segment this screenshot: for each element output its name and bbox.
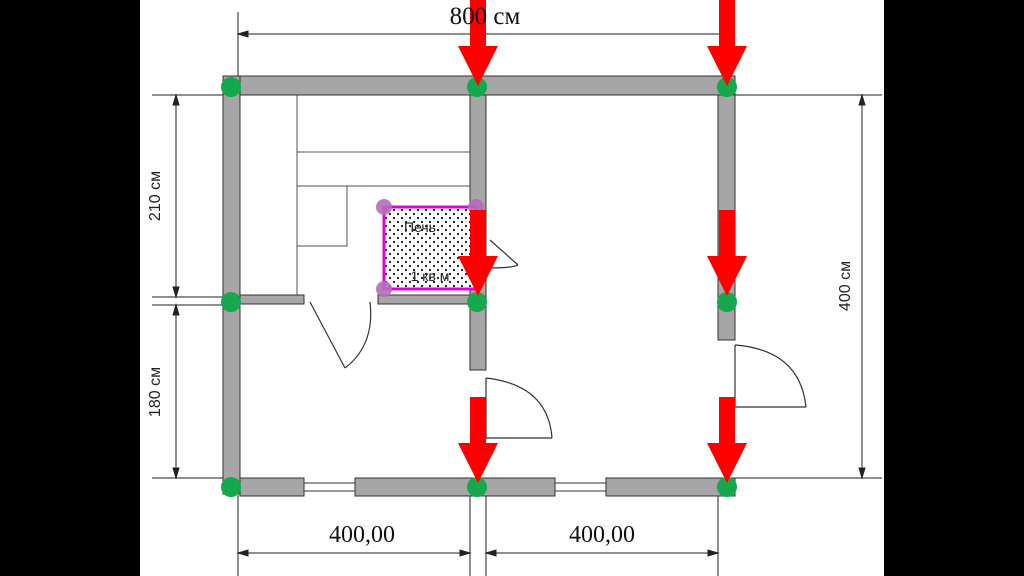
arrow-down-icon [458,210,498,296]
stove-area [382,205,477,291]
windows [303,482,607,492]
wall-bottom-1 [239,477,305,497]
wall-bottom-2 [354,477,556,497]
arrow-down-icon [707,210,747,296]
arrow-down-icon [707,397,747,483]
node-marker [717,292,737,312]
node-marker [717,77,737,97]
node-marker [467,477,487,497]
load-arrows [458,0,747,483]
stove-area-label: 1 кв м [411,268,450,284]
stove-corner-marker [376,281,392,297]
wall-nodes [221,77,737,497]
bottom-left-dimension-label: 400,00 [329,522,395,548]
arrow-down-icon [707,0,747,86]
wall-horizontal-stove [377,294,471,305]
wall-bottom-3 [605,477,736,497]
wall-left [222,75,241,495]
node-marker [221,292,241,312]
node-marker [467,292,487,312]
node-marker [467,77,487,97]
right-band [884,0,1024,576]
stove: Печь 1 кв м [376,199,484,297]
right-height-dimension-label: 400 см [837,261,854,311]
wall-horizontal-mid [239,294,305,305]
node-marker [221,77,241,97]
interior-partitions [296,95,470,295]
left-upper-dimension-label: 210 см [147,171,164,221]
stove-name: Печь [404,219,436,235]
top-width-label: 800 см [450,3,521,30]
left-lower-dimension-label: 180 см [147,367,164,417]
node-marker [221,477,241,497]
left-band [0,0,140,576]
doors [309,239,807,439]
bottom-right-dimension-label: 400,00 [569,522,635,548]
node-marker [717,477,737,497]
arrow-down-icon [458,0,498,86]
stove-corner-marker [376,199,392,215]
arrow-down-icon [458,397,498,483]
